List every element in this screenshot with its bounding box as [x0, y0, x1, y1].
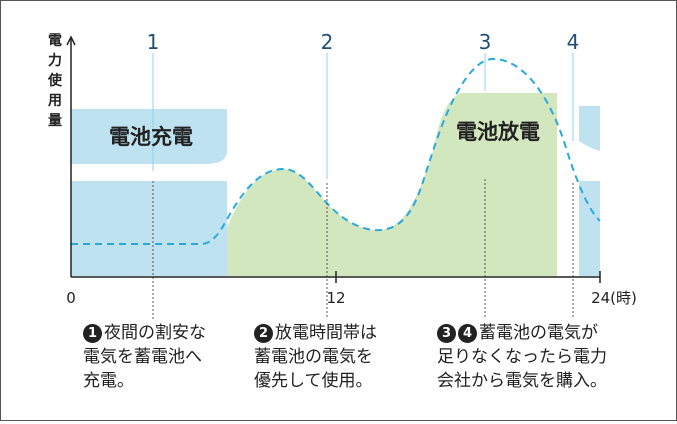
badge-1: 1 — [83, 324, 102, 343]
charge-region — [71, 109, 227, 276]
demand-curve — [71, 57, 601, 245]
note-2-line-3: 優先して使用。 — [254, 371, 373, 391]
note-3-line-2: 足りなくなったら電力 — [437, 347, 607, 367]
x-tick-12: 12 — [326, 289, 345, 307]
x-tick-0: 0 — [66, 289, 76, 307]
charge-label: 電池充電 — [109, 125, 193, 149]
badge-4: 4 — [458, 324, 477, 343]
x-tick-24: 24(時) — [591, 289, 637, 307]
y-axis-label: 電 力 使 用 量 — [47, 32, 67, 129]
note-3-line-1: 蓄電池の電気が — [479, 323, 598, 343]
marker-1: 1 — [147, 30, 160, 54]
note-2-line-2: 蓄電池の電気を — [254, 347, 373, 367]
late-charge-region — [579, 106, 600, 276]
note-1-line-3: 充電。 — [83, 371, 134, 391]
discharge-region — [227, 93, 557, 276]
note-1-line-2: 電気を蓄電池へ — [83, 347, 202, 367]
note-1-line-1: 夜間の割安な — [104, 323, 206, 343]
badge-2: 2 — [254, 324, 273, 343]
marker-4: 4 — [567, 30, 580, 54]
marker-2: 2 — [321, 30, 334, 54]
y-axis-arrow — [66, 35, 76, 46]
discharge-label: 電池放電 — [456, 120, 540, 144]
marker-3: 3 — [479, 30, 492, 54]
note-3-line-3: 会社から電気を購入。 — [437, 371, 607, 391]
badge-3: 3 — [437, 324, 456, 343]
note-2-line-1: 放電時間帯は — [275, 323, 377, 343]
